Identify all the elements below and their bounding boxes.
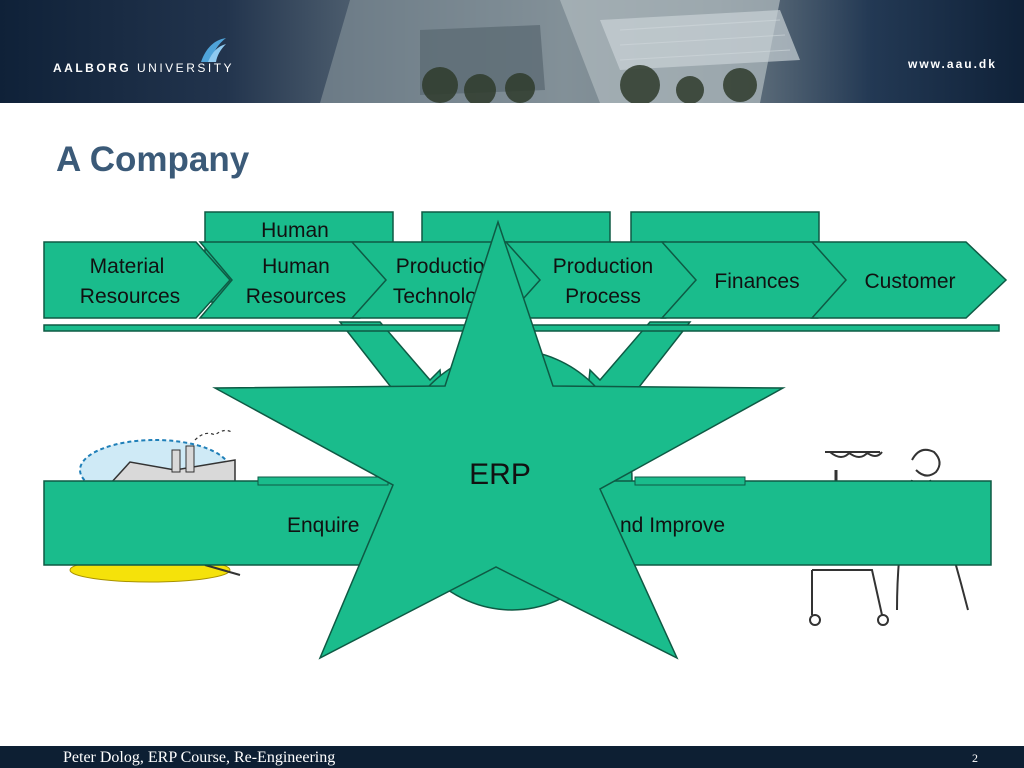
page-number: 2: [972, 751, 978, 765]
university-name-light: UNIVERSITY: [137, 61, 235, 75]
campus-photo: [320, 0, 800, 103]
footer-text: Peter Dolog, ERP Course, Re-Engineering: [63, 749, 336, 766]
operations-bar-right-text: nd Improve: [620, 514, 725, 537]
aau-logo-icon: [201, 38, 226, 62]
university-name-bold: AALBORG: [53, 61, 132, 75]
chevron-label-line2: Resources: [80, 285, 180, 308]
header-banner: AALBORG UNIVERSITY www.aau.dk: [0, 0, 1024, 103]
erp-star: ERP: [212, 219, 786, 660]
chevron-label-line2: Resources: [246, 285, 346, 308]
chevron-finances: Finances: [660, 241, 854, 319]
website-url[interactable]: www.aau.dk: [908, 57, 997, 71]
chevron-label-line1: Production: [396, 255, 496, 278]
chevron-label: Customer: [864, 270, 955, 293]
operations-bar-left-text: Enquire: [287, 514, 359, 537]
chevron-label: Finances: [714, 270, 799, 293]
chevron-customer: Customer: [810, 241, 1008, 319]
university-name: AALBORG UNIVERSITY: [53, 61, 234, 75]
chevron-label-line2: Process: [565, 285, 641, 308]
erp-label: ERP: [469, 458, 531, 491]
chevron-label-line1: Human: [262, 255, 330, 278]
chevron-label-line1: Material: [90, 255, 165, 278]
page-title: A Company: [56, 140, 250, 179]
chevron-material-resources: Material Resources: [43, 241, 232, 319]
footer-bar: Peter Dolog, ERP Course, Re-Engineering …: [0, 746, 1024, 768]
back-box-label: Human: [261, 219, 329, 242]
chevron-label-line1: Production: [553, 255, 653, 278]
